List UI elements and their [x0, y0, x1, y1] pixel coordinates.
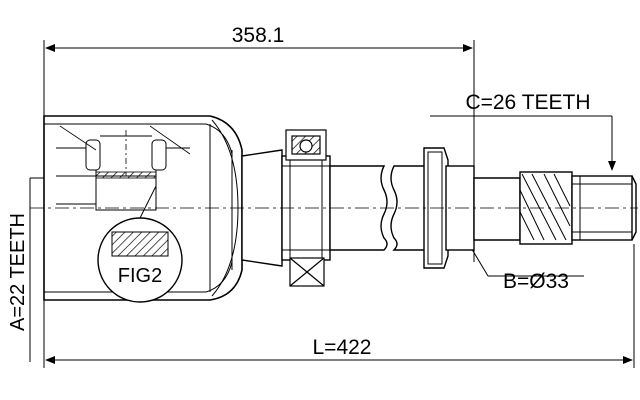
shaft-outboard: [473, 171, 637, 245]
fig2-detail: FIG2: [97, 185, 183, 303]
bearing-bottom: [289, 257, 325, 287]
dimension-top-label: 358.1: [232, 24, 285, 47]
dimension-spline-c-label: C=26 TEETH: [465, 91, 590, 114]
dimension-length-label: L=422: [313, 336, 372, 359]
dimension-spline-a-label: A=22 TEETH: [7, 213, 29, 331]
fig2-label: FIG2: [118, 265, 162, 287]
dimension-length: L=422: [43, 244, 635, 368]
bearing-top: [285, 129, 327, 161]
dimension-spline-c: C=26 TEETH: [430, 91, 616, 171]
dimension-diameter-b-label: B=Ø33: [503, 270, 569, 293]
dimension-top: 358.1: [43, 24, 475, 262]
